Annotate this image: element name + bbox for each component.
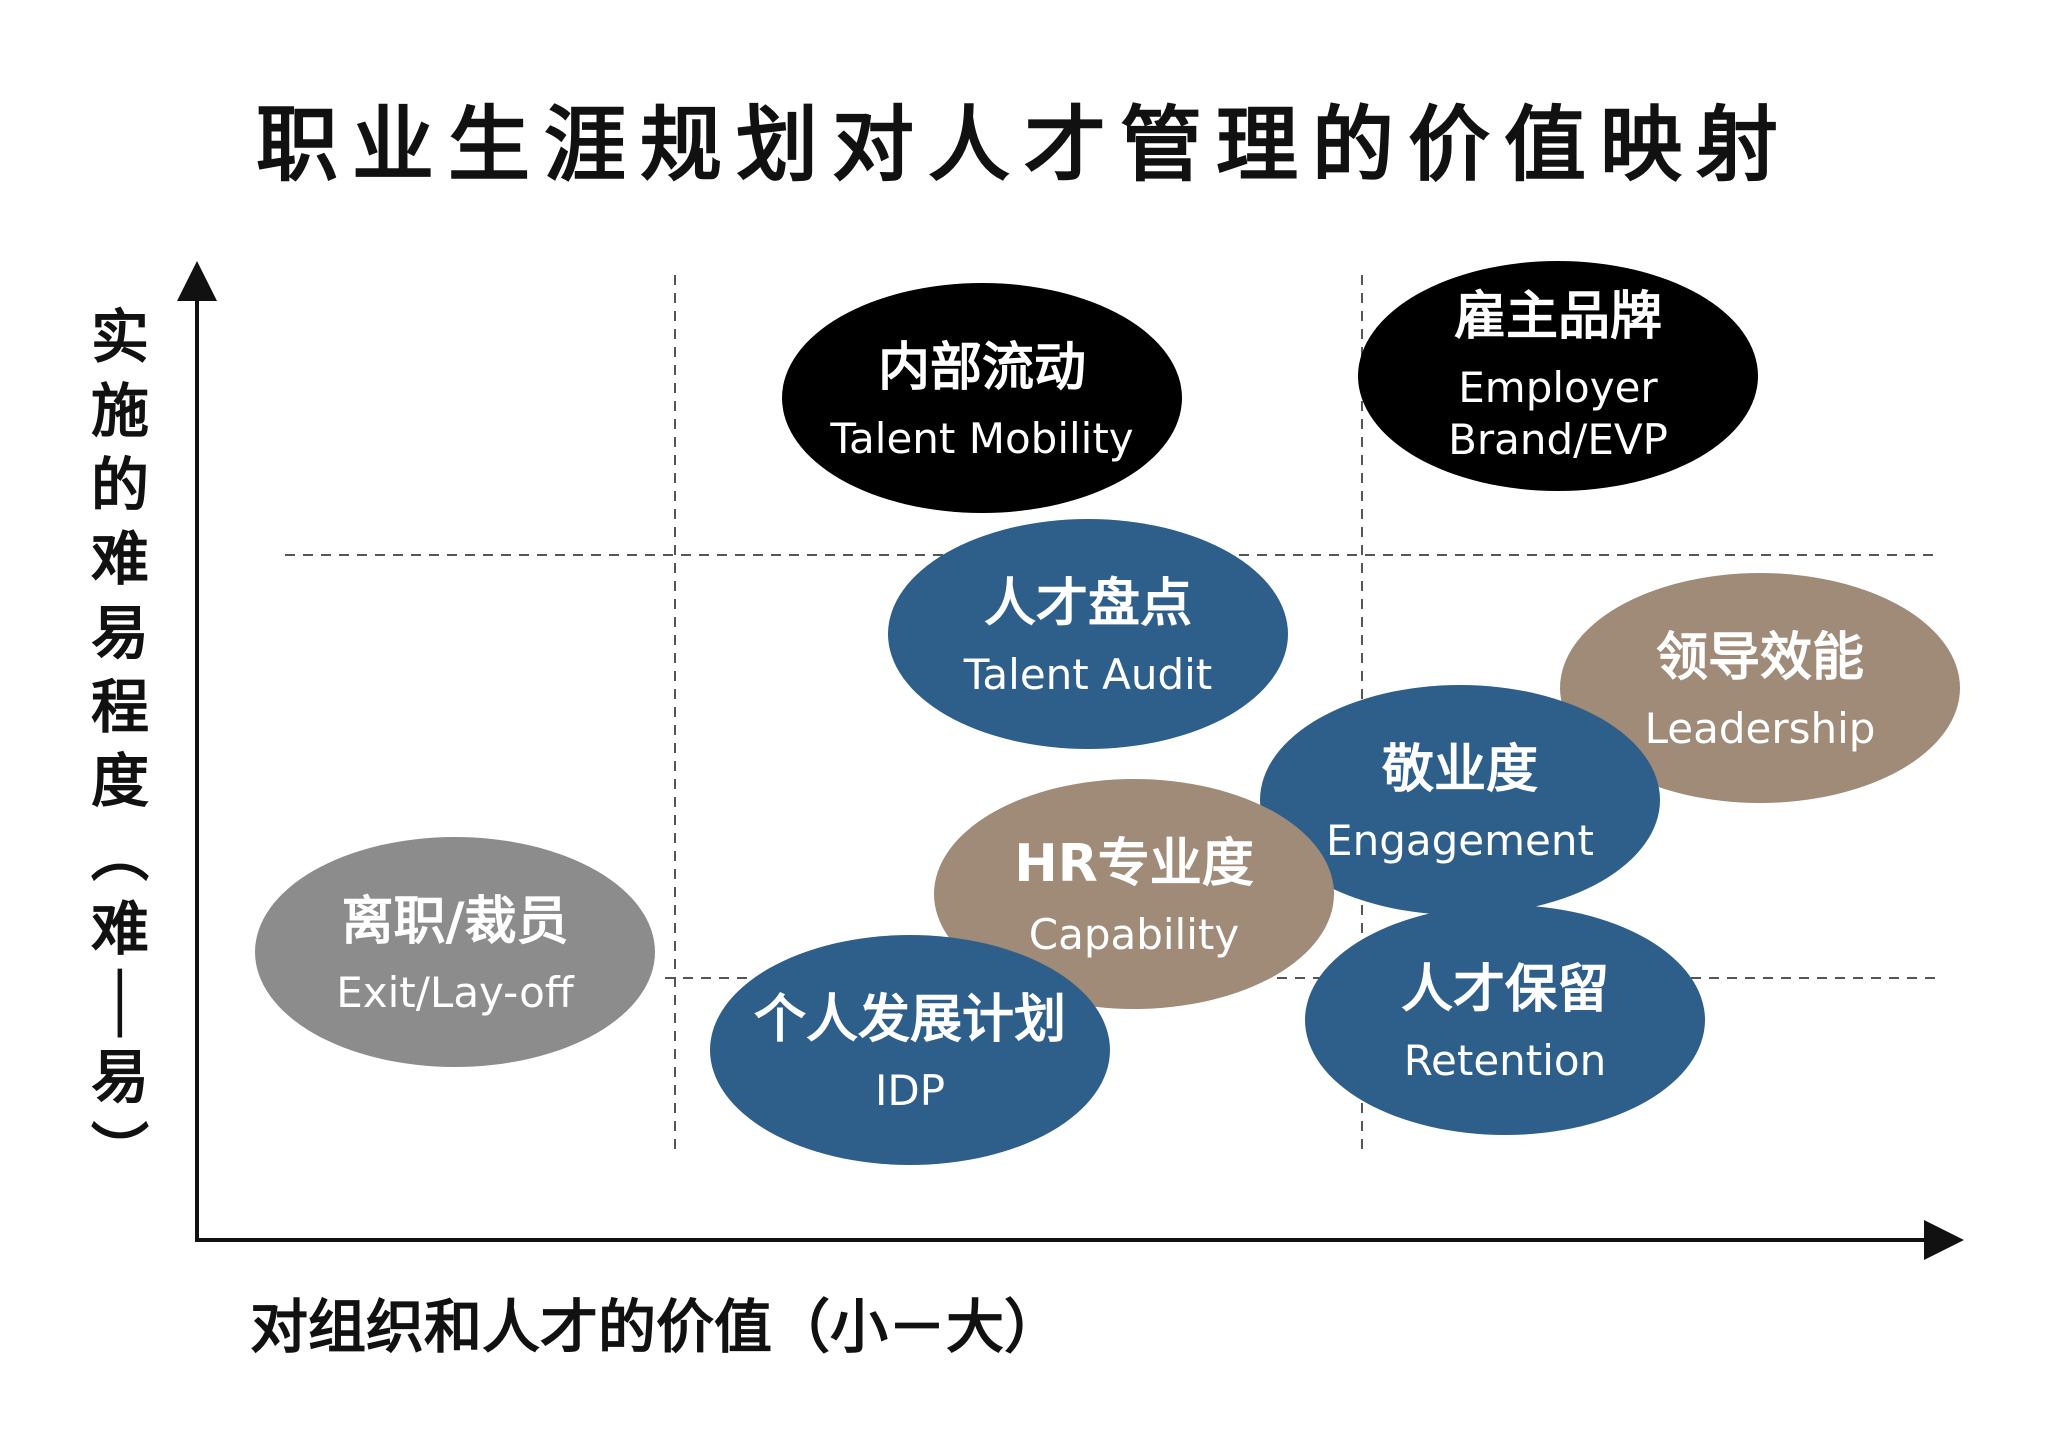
y-axis-label-char: 度 xyxy=(90,747,149,815)
y-axis-label-char: ︵ xyxy=(90,821,149,889)
y-axis-label-char: 难 xyxy=(90,895,149,963)
ellipse-shape-hr xyxy=(934,779,1334,1009)
ellipse-subtitle-retention: Retention xyxy=(1404,1036,1607,1085)
y-axis-label-char: 的 xyxy=(90,451,149,519)
y-axis-label-char: 难 xyxy=(90,525,149,593)
ellipse-subtitle-audit: Talent Audit xyxy=(963,650,1213,699)
ellipse-subtitle-idp: IDP xyxy=(875,1066,945,1115)
ellipse-subtitle-evp: Brand/EVP xyxy=(1448,415,1668,464)
ellipse-title-retention: 人才保留 xyxy=(1401,960,1609,1020)
ellipse-retention: 人才保留 Retention xyxy=(1305,905,1705,1135)
ellipse-title-idp: 个人发展计划 xyxy=(754,990,1066,1050)
ellipse-shape-evp xyxy=(1358,261,1758,491)
ellipse-hr: HR专业度 Capability xyxy=(934,779,1334,1009)
ellipse-subtitle-engagement: Engagement xyxy=(1326,816,1594,865)
y-axis-label-char: │ xyxy=(102,969,138,1037)
ellipse-subtitle-exit: Exit/Lay-off xyxy=(336,968,575,1017)
ellipse-exit: 离职/裁员 Exit/Lay-off xyxy=(255,837,655,1067)
ellipse-shape-engagement xyxy=(1260,685,1660,915)
diagram-title: 职业生涯规划对人才管理的价值映射 xyxy=(255,98,1792,193)
ellipse-title-evp: 雇主品牌 xyxy=(1454,287,1662,347)
ellipse-subtitle-hr: Capability xyxy=(1029,910,1239,959)
ellipse-title-leadership: 领导效能 xyxy=(1656,628,1864,688)
y-axis-label-char: 易 xyxy=(90,599,149,667)
ellipse-title-exit: 离职/裁员 xyxy=(342,892,569,952)
y-axis-label-char: 施 xyxy=(90,377,149,445)
ellipse-shape-retention xyxy=(1305,905,1705,1135)
ellipse-engagement: 敬业度 Engagement xyxy=(1260,685,1660,915)
ellipse-shape-mobility xyxy=(782,283,1182,513)
ellipse-shape-audit xyxy=(888,519,1288,749)
ellipse-title-mobility: 内部流动 xyxy=(878,338,1086,398)
ellipse-mobility: 内部流动 Talent Mobility xyxy=(782,283,1182,513)
ellipse-leadership: 领导效能 Leadership xyxy=(1560,573,1960,803)
ellipse-shape-idp xyxy=(710,935,1110,1165)
ellipse-subtitle-leadership: Leadership xyxy=(1645,704,1876,753)
ellipse-idp: 个人发展计划 IDP xyxy=(710,935,1110,1165)
ellipse-subtitle-mobility: Talent Mobility xyxy=(829,414,1133,463)
ellipse-title-engagement: 敬业度 xyxy=(1381,740,1538,800)
ellipse-audit: 人才盘点 Talent Audit xyxy=(888,519,1288,749)
ellipse-title-hr: HR专业度 xyxy=(1014,834,1254,894)
ellipse-shape-leadership xyxy=(1560,573,1960,803)
x-axis-label: 对组织和人才的价值（小－大） xyxy=(250,1293,1063,1361)
y-axis-label-char: ︶ xyxy=(90,1117,149,1185)
ellipse-subtitle-evp: Employer xyxy=(1458,363,1658,412)
y-axis-label: 实施的难易程度︵难│易︶ xyxy=(80,300,160,1188)
ellipse-title-audit: 人才盘点 xyxy=(984,574,1192,634)
ellipse-shape-exit xyxy=(255,837,655,1067)
y-axis-label-char: 实 xyxy=(90,303,149,371)
y-axis-label-char: 程 xyxy=(90,673,149,741)
y-axis-label-char: 易 xyxy=(90,1043,149,1111)
